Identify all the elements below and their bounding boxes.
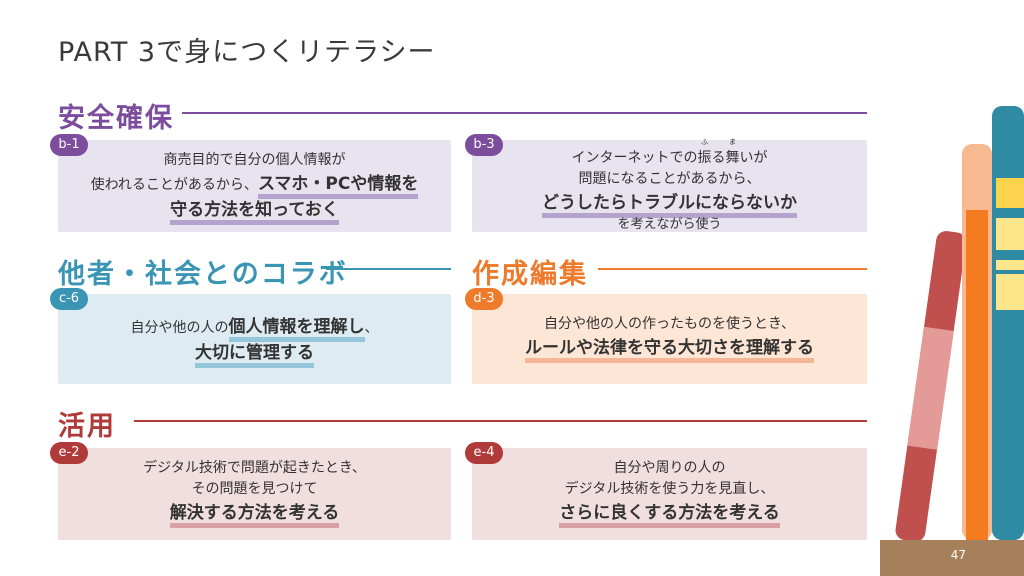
card-d3-line2-wrap: ルールや法律を守る大切さを理解する (472, 335, 867, 363)
section-divider-collab (326, 268, 451, 270)
section-heading-collab: 他者・社会とのコラボ (58, 259, 348, 290)
card-e2: デジタル技術で問題が起きたとき、 その問題を見つけて 解決する方法を考える (58, 448, 451, 540)
kanji-1: 振 (697, 150, 712, 166)
card-b3-line3-wrap: どうしたらトラブルにならないか (472, 190, 867, 218)
card-e4-line3: さらに良くする方法を考える (559, 503, 780, 528)
furigana-ruby-2: ま舞 (725, 138, 740, 169)
badge-e4: e-4 (465, 442, 503, 464)
card-b3-line3: どうしたらトラブルにならないか (542, 193, 797, 218)
card-b3-line1: インターネットでのふ振るま舞いが (472, 138, 867, 169)
section-divider-create (598, 268, 867, 270)
section-divider-use (134, 420, 867, 422)
card-b3: インターネットでのふ振るま舞いが 問題になることがあるから、 どうしたらトラブル… (472, 138, 867, 232)
card-e4-line1: 自分や周りの人の (613, 460, 726, 476)
badge-e2: e-2 (50, 442, 88, 464)
card-b3-line2: 問題になることがあるから、 (578, 171, 761, 187)
card-b1-line2: 使われることがあるから、スマホ・PCや情報を (58, 171, 451, 199)
card-b1-line3-wrap: 守る方法を知っておく (58, 197, 451, 225)
card-d3-line1: 自分や他の人の作ったものを使うとき、 (543, 316, 796, 332)
card-e2-line2: その問題を見つけて (191, 481, 318, 497)
section-divider-safety (182, 112, 867, 114)
furigana-1: ふ (701, 138, 708, 146)
furigana-ruby-1: ふ振 (697, 138, 712, 169)
badge-c6: c-6 (50, 288, 88, 310)
page-title: PART 3で身につくリテラシー (58, 37, 436, 68)
card-b3-line1c: いが (739, 150, 768, 166)
card-c6: 自分や他の人の個人情報を理解し、 大切に管理する (58, 294, 451, 384)
kanji-2: 舞 (725, 150, 740, 166)
shelf (880, 540, 1024, 576)
card-c6-line1a: 自分や他の人の (130, 320, 229, 336)
card-c6-line1: 自分や他の人の個人情報を理解し、 (58, 314, 451, 342)
teal-book (992, 106, 1024, 540)
card-e4: 自分や周りの人の デジタル技術を使う力を見直し、 さらに良くする方法を考える (472, 448, 867, 540)
card-e4-line2: デジタル技術を使う力を見直し、 (564, 481, 775, 497)
card-b3-line1b: る (711, 150, 726, 166)
card-b3-line1a: インターネットでの (571, 150, 698, 166)
card-b1-line2b: スマホ・PCや情報を (257, 174, 419, 199)
card-d3: 自分や他の人の作ったものを使うとき、 ルールや法律を守る大切さを理解する (472, 294, 867, 384)
card-b3-line4: を考えながら使う (617, 217, 722, 232)
badge-b3: b-3 (465, 134, 503, 156)
card-d3-line2: ルールや法律を守る大切さを理解する (525, 338, 814, 363)
page-number: 47 (950, 548, 966, 562)
furigana-2: ま (729, 138, 736, 146)
section-heading-create: 作成編集 (472, 259, 588, 290)
section-heading-use: 活用 (58, 411, 116, 442)
card-e2-line3: 解決する方法を考える (169, 503, 340, 528)
card-c6-line1b: 個人情報を理解し (228, 317, 365, 342)
card-b1-line3: 守る方法を知っておく (170, 200, 339, 225)
badge-b1: b-1 (50, 134, 88, 156)
card-e2-line3-wrap: 解決する方法を考える (58, 500, 451, 528)
card-b1-line1: 商売目的で自分の個人情報が (163, 152, 346, 168)
card-e2-line1: デジタル技術で問題が起きたとき、 (143, 460, 366, 476)
section-heading-safety: 安全確保 (58, 103, 174, 134)
card-c6-line2-wrap: 大切に管理する (58, 340, 451, 368)
card-b1: 商売目的で自分の個人情報が 使われることがあるから、スマホ・PCや情報を 守る方… (58, 140, 451, 232)
books-illustration (880, 106, 1024, 576)
card-c6-line2: 大切に管理する (195, 343, 314, 368)
card-e4-line3-wrap: さらに良くする方法を考える (472, 500, 867, 528)
card-c6-line1c: 、 (364, 320, 379, 336)
card-b1-line2a: 使われることがあるから、 (90, 177, 258, 193)
orange-book (962, 144, 992, 540)
leaning-red-book (895, 231, 967, 542)
badge-d3: d-3 (465, 288, 503, 310)
